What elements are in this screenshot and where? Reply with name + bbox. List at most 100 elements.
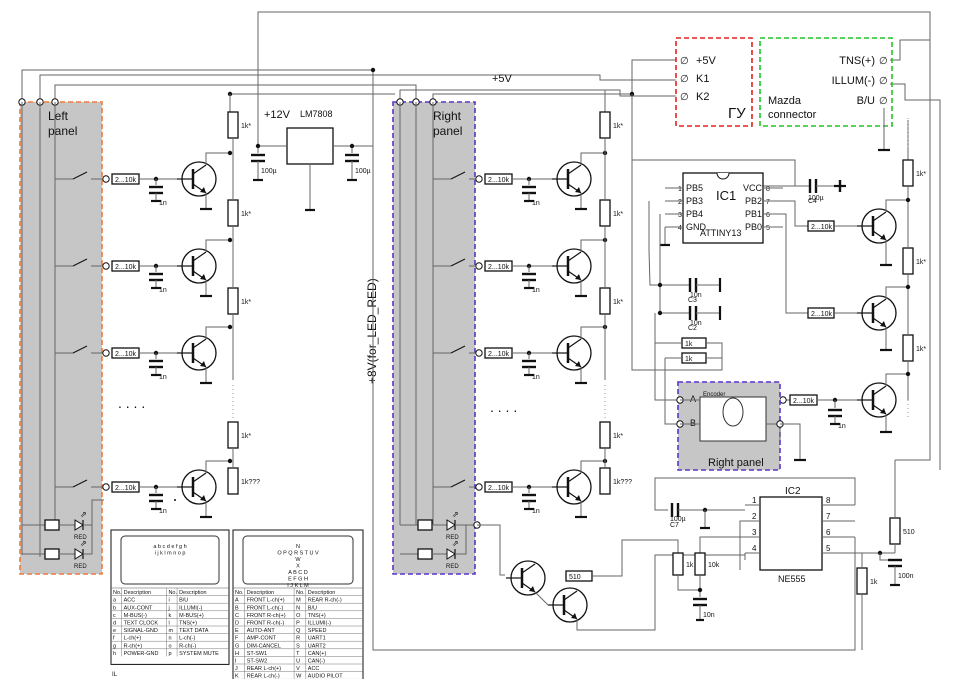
resistor-label: 10k xyxy=(708,562,720,569)
pinout-cell: CAN(-) xyxy=(308,659,325,665)
right-panel-box xyxy=(392,101,476,575)
resistor xyxy=(44,519,60,531)
pinout-cell: Q xyxy=(296,628,301,634)
pinout-cell: J xyxy=(235,666,238,672)
pinout-cell: R xyxy=(296,636,300,642)
pinout-cell: n xyxy=(168,636,171,642)
pinout-header: Description xyxy=(124,590,152,596)
wire xyxy=(677,575,700,591)
wire xyxy=(631,160,723,371)
wire xyxy=(780,423,801,460)
emitter-arrow xyxy=(200,361,206,367)
terminal-glyph: ∅ xyxy=(680,74,689,85)
pinout-cell: d xyxy=(113,621,116,627)
transistor-collector xyxy=(192,338,207,349)
pinout-cell: i xyxy=(168,598,169,604)
capacitor-label: C2 xyxy=(688,325,697,332)
junction-dot xyxy=(349,143,355,149)
pinout-cell: h xyxy=(113,651,116,657)
switch xyxy=(72,479,88,488)
pinout-cell: CAN(+) xyxy=(308,651,327,657)
emitter-arrow xyxy=(575,361,581,367)
wire xyxy=(83,499,104,555)
resistor-1k xyxy=(902,159,914,187)
wire xyxy=(885,199,908,212)
mazda-title: Mazda xyxy=(768,95,802,107)
led-label: RED xyxy=(446,535,459,541)
pinout-cell: AMP-CONT xyxy=(247,636,277,642)
mazda-pin: TNS(+) xyxy=(839,55,875,67)
encoder-panel-label: Right panel xyxy=(708,457,764,469)
resistor xyxy=(417,548,433,560)
resistor-label: 1k* xyxy=(613,299,623,306)
switch xyxy=(72,345,88,354)
ic1-notch xyxy=(716,172,730,180)
resistor-label: 2...10k xyxy=(115,351,137,358)
pinout-header: Description xyxy=(308,590,336,596)
wire xyxy=(783,200,808,227)
connector-pin-letters: E F G H xyxy=(288,577,308,583)
capacitor-label: 1n xyxy=(159,200,167,207)
terminal xyxy=(102,175,110,183)
led-driver: 510 xyxy=(477,524,745,631)
pinout-cell: H xyxy=(235,651,239,657)
emitter-arrow xyxy=(571,613,577,619)
resistor-label: 1k xyxy=(686,562,694,569)
resistor-label: 1k xyxy=(685,356,693,363)
mazda-pin: B/U xyxy=(857,95,875,107)
pinout-cell: REAR R-ch(-) xyxy=(308,598,342,604)
wire xyxy=(783,213,808,314)
capacitor-label: 1n xyxy=(159,374,167,381)
pinout-cell: V xyxy=(296,666,300,672)
resistor-10k xyxy=(694,552,706,576)
pinout-cell: FRONT L-ch(-) xyxy=(247,605,284,611)
wire xyxy=(39,74,676,100)
pinout-cell: ACC xyxy=(124,598,136,604)
pinout-cell: D xyxy=(235,621,239,627)
pinout-cell: O xyxy=(296,613,301,619)
resistor-label: 510 xyxy=(569,574,581,581)
transistor-collector xyxy=(192,164,207,175)
ic2-pin-number: 6 xyxy=(826,528,831,537)
terminal-glyph: ∅ xyxy=(879,56,888,67)
junction-dot xyxy=(905,197,911,203)
emitter-arrow xyxy=(575,495,581,501)
junction-dot xyxy=(657,310,663,316)
pinout-cell: FRONT L-ch(+) xyxy=(247,598,285,604)
connector-pin-letters: N xyxy=(296,544,300,550)
pinout-cell: U xyxy=(296,659,300,665)
capacitor-label: C3 xyxy=(688,297,697,304)
junction-dot xyxy=(227,458,233,464)
transistor-collector xyxy=(872,211,887,222)
pinout-cell: POWER-GND xyxy=(124,651,159,657)
ic1-pin-number: 6 xyxy=(766,212,770,219)
pinout-cell: TNS(+) xyxy=(308,613,326,619)
emitter-arrow xyxy=(575,274,581,280)
ic1-part: ATTINY13 xyxy=(700,228,741,238)
switch xyxy=(450,171,466,180)
pinout-cell: REAR L-ch(+) xyxy=(247,666,282,672)
resistor-1k xyxy=(672,552,684,576)
ic1-pin-number: 4 xyxy=(678,225,682,232)
resistor-label: 1k* xyxy=(613,211,623,218)
pinout-cell: P xyxy=(296,621,300,627)
connector-pin-letters: i j k l m n o p xyxy=(155,551,186,557)
ic2-pin-number: 3 xyxy=(752,528,757,537)
ic1-pin-name: PB2 xyxy=(745,196,762,206)
pinout-cell: ST-SW1 xyxy=(247,651,267,657)
pinout-cell: k xyxy=(168,613,171,619)
connector-pin-letters: W xyxy=(295,557,301,563)
led-red xyxy=(74,519,84,531)
resistor-1k xyxy=(227,111,239,139)
connector-pin-letters: X xyxy=(296,564,300,570)
ic1-pin-number: 2 xyxy=(678,199,682,206)
label-plus-5v: +5V xyxy=(492,73,513,85)
capacitor-label: 1n xyxy=(532,374,540,381)
pinout-cell: a xyxy=(113,598,117,604)
pinout-cell: g xyxy=(113,643,116,649)
